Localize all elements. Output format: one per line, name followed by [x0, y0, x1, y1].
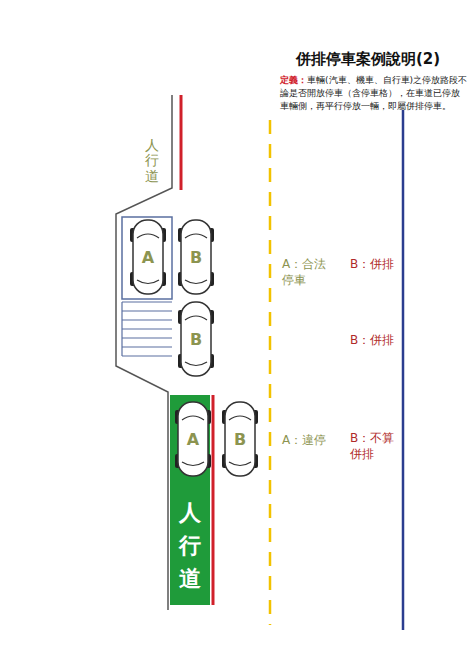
curb-outline [116, 95, 172, 610]
red-curb-line [180, 95, 183, 190]
stripe [122, 310, 172, 311]
car-box: B [176, 218, 216, 296]
hatched-area [122, 302, 172, 356]
sidewalk-label: 人行道 [145, 138, 159, 184]
case-note: B：併排 [350, 256, 398, 272]
sidewalk-text: 人行道 [179, 496, 201, 595]
windshield [229, 416, 251, 420]
rear-window [182, 462, 204, 466]
case-note: A：合法停車 [282, 256, 330, 288]
car-letter: B [190, 248, 202, 267]
rear-window [185, 362, 207, 366]
rear-window [137, 280, 159, 284]
rear-window [229, 462, 251, 466]
stripe [122, 337, 172, 338]
case-note: B：併排 [350, 332, 398, 348]
case-note: A：違停 [282, 432, 342, 448]
windshield [182, 416, 204, 420]
road-edge-line [402, 110, 405, 630]
title: 併排停車案例說明(2) [296, 50, 440, 69]
car-letter: B [190, 330, 202, 349]
car-letter: A [187, 430, 199, 449]
definition: 定義：車輛(汽車、機車、自行車)之停放路段不論是否開放停車（含停車格），在車道已… [280, 74, 468, 113]
case-note: B：不算併排 [350, 430, 398, 462]
windshield [137, 234, 159, 238]
car-body [181, 302, 211, 376]
rear-window [185, 280, 207, 284]
definition-body: 車輛(汽車、機車、自行車)之停放路段不論是否開放停車（含停車格），在車道已停放車… [280, 75, 467, 111]
car-body [133, 220, 163, 294]
red-curb-line [212, 395, 215, 605]
car-letter: B [234, 430, 246, 449]
stripe-edge [121, 302, 122, 356]
stripe [122, 301, 172, 302]
stripe [122, 328, 172, 329]
stripe [122, 346, 172, 347]
car-box: B [220, 400, 260, 478]
windshield [185, 234, 207, 238]
car-letter: A [142, 248, 154, 267]
parking-space [122, 217, 172, 299]
car-box: A [173, 400, 213, 478]
windshield [185, 316, 207, 320]
stripe [122, 355, 172, 356]
car-body [225, 402, 255, 476]
stripe [122, 319, 172, 320]
lane-dashed-line [269, 120, 272, 625]
car-body [181, 220, 211, 294]
car-box: B [176, 300, 216, 378]
definition-head: 定義： [280, 75, 307, 85]
car-body [178, 402, 208, 476]
car-box: A [128, 218, 168, 296]
